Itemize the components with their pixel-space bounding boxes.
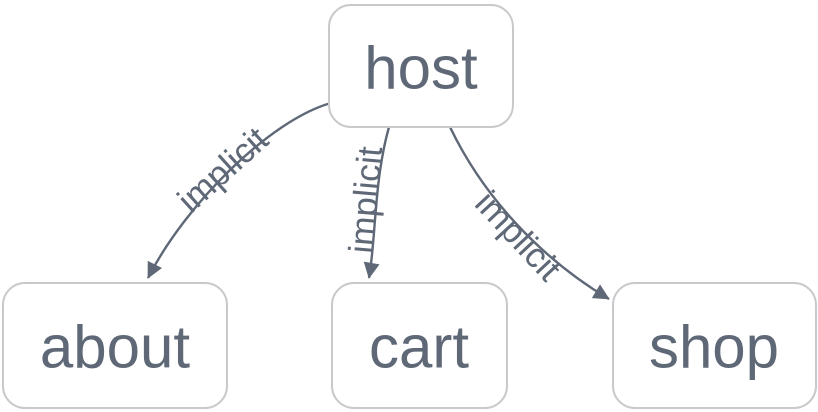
edge-host-shop <box>448 126 610 301</box>
node-shop-box <box>612 282 817 409</box>
edge-label-host-cart: implicit <box>342 145 390 255</box>
edge-label-host-shop: implicit <box>467 184 569 289</box>
node-host-box <box>328 4 514 128</box>
edge-label-host-about: implicit <box>170 120 276 221</box>
edge-layer <box>146 101 610 301</box>
node-cart-box <box>331 282 508 409</box>
node-about-box <box>2 282 228 409</box>
node-cart: cart <box>331 282 508 409</box>
edge-label-layer: implicit implicit implicit <box>170 120 569 289</box>
node-shop: shop <box>612 282 817 409</box>
edge-host-cart <box>363 126 391 279</box>
edge-host-about <box>146 101 332 279</box>
node-about: about <box>2 282 228 409</box>
node-host: host <box>328 4 514 128</box>
node-cart-label: cart <box>369 314 469 381</box>
node-host-label: host <box>364 35 478 102</box>
node-shop-label: shop <box>649 314 779 381</box>
node-about-label: about <box>40 314 190 381</box>
